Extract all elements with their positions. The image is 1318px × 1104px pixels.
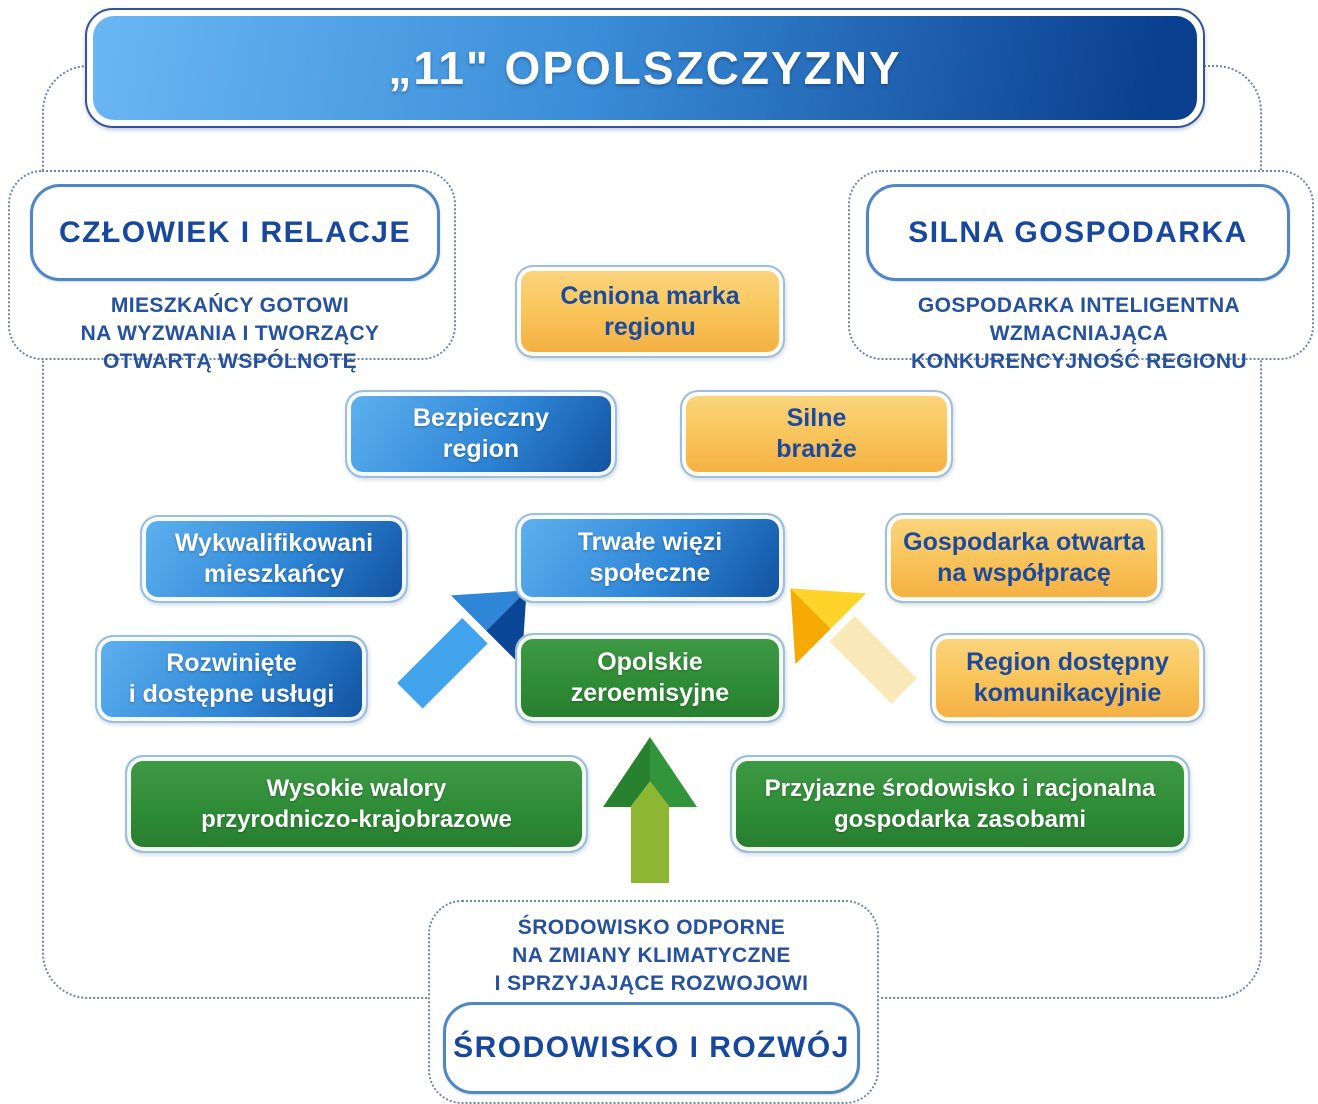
goal-text: Ceniona marka xyxy=(560,281,740,310)
goal-text: gospodarka zasobami xyxy=(833,806,1087,833)
goal-box-opolskie-zeroemisyjne: Opolskie zeroemisyjne xyxy=(515,633,785,723)
goal-text: branże xyxy=(776,435,857,463)
goal-text: Wysokie walory xyxy=(266,775,447,802)
goal-text: Przyjazne środowisko i racjonalna xyxy=(764,775,1156,802)
green-growth-arrow-icon xyxy=(603,737,697,883)
goal-text: Bezpieczny xyxy=(412,404,550,432)
goal-text: region xyxy=(442,435,520,463)
goal-text: regionu xyxy=(604,312,696,341)
pillar-environment-subtitle-line: NA ZMIANY KLIMATYCZNE xyxy=(512,944,791,967)
goal-text: Silne xyxy=(786,404,847,432)
pillar-economy-subtitle: GOSPODARKA INTELIGENTNA WZMACNIAJĄCA KON… xyxy=(858,292,1300,376)
goal-text: mieszkańcy xyxy=(203,560,345,588)
goal-text: komunikacyjnie xyxy=(973,679,1162,707)
goal-box-bezpieczny-region: Bezpieczny region xyxy=(345,390,617,478)
pillar-environment-subtitle: ŚRODOWISKO ODPORNE NA ZMIANY KLIMATYCZNE… xyxy=(438,914,865,998)
pillar-people-title-box: CZŁOWIEK I RELACJE xyxy=(30,184,440,281)
pillar-environment-title: ŚRODOWISKO I ROZWÓJ xyxy=(453,1031,850,1064)
pillar-people-subtitle: MIESZKAŃCY GOTOWI NA WYZWANIA I TWORZĄCY… xyxy=(18,292,442,376)
pillar-economy-title: SILNA GOSPODARKA xyxy=(908,215,1248,249)
pillar-economy-subtitle-line: WZMACNIAJĄCA xyxy=(989,322,1169,345)
pillar-environment-subtitle-line: ŚRODOWISKO ODPORNE xyxy=(517,916,786,939)
goal-text: Wykwalifikowani xyxy=(174,529,374,557)
goal-text: przyrodniczo-krajobrazowe xyxy=(201,806,512,833)
pillar-economy-title-box: SILNA GOSPODARKA xyxy=(866,184,1290,281)
diagram-title: „11" OPOLSZCZYZNY xyxy=(388,42,902,94)
goal-box-przyjazne-srodowisko: Przyjazne środowisko i racjonalna gospod… xyxy=(730,755,1190,853)
goal-box-trwale-wiezi: Trwałe więzi społeczne xyxy=(515,513,785,603)
pillar-economy-subtitle-line: GOSPODARKA INTELIGENTNA xyxy=(917,294,1241,317)
pillar-environment-subtitle-line: I SPRZYJAJĄCE ROZWOJOWI xyxy=(494,972,809,995)
goal-box-rozwiniete-uslugi: Rozwinięte i dostępne usługi xyxy=(95,635,368,723)
goal-box-wykwalifikowani-mieszkancy: Wykwalifikowani mieszkańcy xyxy=(140,515,408,603)
goal-box-gospodarka-otwarta: Gospodarka otwarta na współpracę xyxy=(885,513,1163,603)
pillar-people-title: CZŁOWIEK I RELACJE xyxy=(58,215,411,249)
pillar-people-subtitle-line: OTWARTĄ WSPÓLNOTĘ xyxy=(102,350,358,373)
goal-box-silne-branze: Silne branże xyxy=(680,390,953,478)
goal-text: Opolskie xyxy=(597,648,703,676)
goal-text: Trwałe więzi xyxy=(577,528,723,556)
goal-text: Rozwinięte xyxy=(166,649,297,677)
goal-box-ceniona-marka: Ceniona marka regionu xyxy=(515,265,785,358)
diagram-title-banner: „11" OPOLSZCZYZNY xyxy=(85,8,1205,128)
goal-text: zeroemisyjne xyxy=(570,679,730,707)
pillar-economy-subtitle-line: KONKURENCYJNOŚĆ REGIONU xyxy=(911,350,1247,373)
diagram-title-banner-fill: „11" OPOLSZCZYZNY xyxy=(93,16,1197,120)
goal-text: społeczne xyxy=(589,559,711,587)
yellow-growth-arrow-icon xyxy=(790,588,918,704)
goal-text: Region dostępny xyxy=(966,648,1169,676)
goal-text: i dostępne usługi xyxy=(128,680,335,708)
pillar-people-subtitle-line: MIESZKAŃCY GOTOWI xyxy=(110,294,350,317)
goal-box-wysokie-walory: Wysokie walory przyrodniczo-krajobrazowe xyxy=(125,755,588,853)
pillar-people-subtitle-line: NA WYZWANIA I TWORZĄCY xyxy=(80,322,380,345)
pillar-environment-title-box: ŚRODOWISKO I ROZWÓJ xyxy=(443,1002,860,1094)
goal-text: Gospodarka otwarta xyxy=(903,528,1145,556)
goal-text: na współpracę xyxy=(937,559,1111,587)
goal-box-region-dostepny: Region dostępny komunikacyjnie xyxy=(930,633,1205,723)
